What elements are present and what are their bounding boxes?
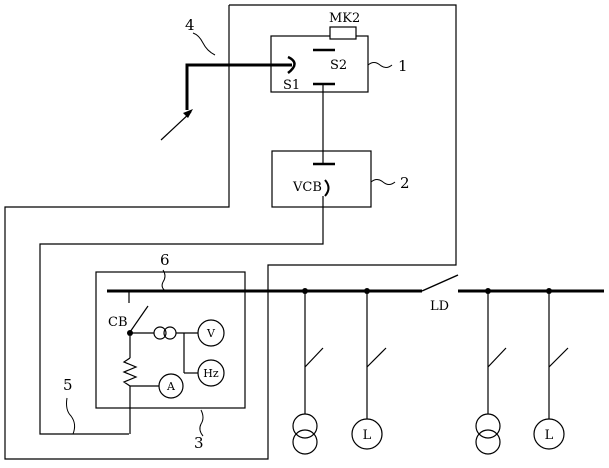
resistor (124, 358, 136, 386)
vcb-box-2 (272, 151, 371, 207)
callout-6: 6 (160, 251, 170, 269)
callout-3: 3 (194, 434, 204, 452)
callout-leader-4 (193, 33, 215, 55)
cb-label: CB (108, 315, 128, 330)
frequency-meter-label: Hz (203, 367, 219, 380)
callout-leader-5 (67, 398, 75, 434)
load-right-label: L (545, 428, 554, 443)
transformer-1-bottom (293, 430, 317, 454)
callout-leader-6 (162, 270, 167, 292)
feeder-1-switch (305, 348, 323, 367)
callout-2: 2 (400, 174, 410, 192)
feeder-4-switch (549, 348, 568, 367)
transformer-1-top (293, 414, 317, 438)
callout-leader-1 (368, 63, 392, 68)
callout-1: 1 (398, 57, 408, 75)
feeder-3-switch (488, 348, 506, 367)
cb-switch-blade (130, 306, 148, 332)
thick-line-4 (187, 65, 292, 110)
callout-leader-3 (200, 410, 203, 436)
ammeter-label: A (166, 380, 176, 393)
callout-4: 4 (185, 16, 195, 34)
voltmeter-label: V (206, 327, 216, 340)
outer-boundary (5, 5, 456, 459)
arrow-head (183, 109, 193, 118)
s1-label: S1 (283, 78, 300, 93)
wire-vcb-to-panel (40, 196, 323, 434)
callout-leader-2 (371, 180, 395, 185)
transformer-2-bottom (476, 430, 500, 454)
load-left-label: L (363, 428, 372, 443)
transformer-2-top (476, 414, 500, 438)
mk2-component (330, 27, 356, 39)
vcb-label: VCB (292, 180, 322, 195)
ld-switch-blade (422, 275, 458, 291)
feeder-2-switch (367, 348, 386, 367)
mk2-label: MK2 (329, 11, 360, 26)
s2-label: S2 (330, 58, 347, 73)
ld-label: LD (430, 299, 449, 314)
vcb-contact (325, 180, 329, 196)
callout-5: 5 (63, 376, 73, 394)
